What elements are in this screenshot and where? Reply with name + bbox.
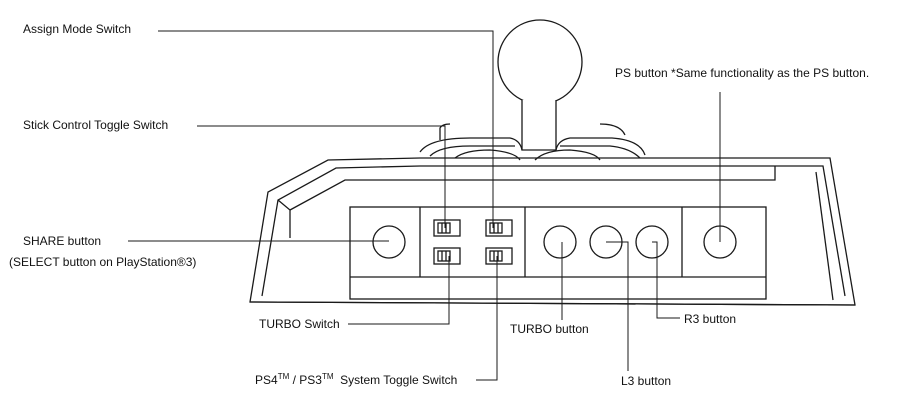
label-turbo-button: TURBO button — [510, 322, 589, 336]
label-assign-mode-switch: Assign Mode Switch — [23, 22, 132, 36]
front-panel — [349, 206, 767, 300]
joystick-ball — [497, 19, 583, 105]
label-r3-button: R3 button — [684, 312, 737, 326]
label-system-toggle-switch: PS4TM / PS3TM System Toggle Switch — [255, 372, 458, 388]
turbo-switch[interactable] — [433, 247, 461, 265]
label-system-part-b: / PS3 — [289, 373, 322, 387]
label-share-button: SHARE button — [23, 234, 102, 248]
share-button[interactable] — [372, 225, 406, 259]
controller-body — [249, 157, 856, 306]
label-system-part-a: PS4 — [255, 373, 278, 387]
top-action-buttons — [419, 123, 646, 161]
stick-control-toggle-switch[interactable] — [433, 219, 461, 237]
label-share-button-note: (SELECT button on PlayStation®3) — [9, 255, 197, 269]
label-l3-button: L3 button — [621, 374, 672, 388]
leader-lines — [128, 30, 721, 381]
turbo-button[interactable] — [543, 225, 577, 259]
assign-mode-switch[interactable] — [485, 219, 513, 237]
system-toggle-switch[interactable] — [485, 247, 513, 265]
label-ps-button: PS button *Same functionality as the PS … — [615, 66, 870, 80]
trademark-2: TM — [321, 372, 334, 381]
joystick-shaft — [521, 100, 557, 151]
trademark-1: TM — [277, 372, 290, 381]
r3-button[interactable] — [635, 225, 669, 259]
label-system-part-c: System Toggle Switch — [333, 373, 458, 387]
label-stick-control-toggle-switch: Stick Control Toggle Switch — [23, 118, 169, 132]
label-turbo-switch: TURBO Switch — [259, 317, 340, 331]
